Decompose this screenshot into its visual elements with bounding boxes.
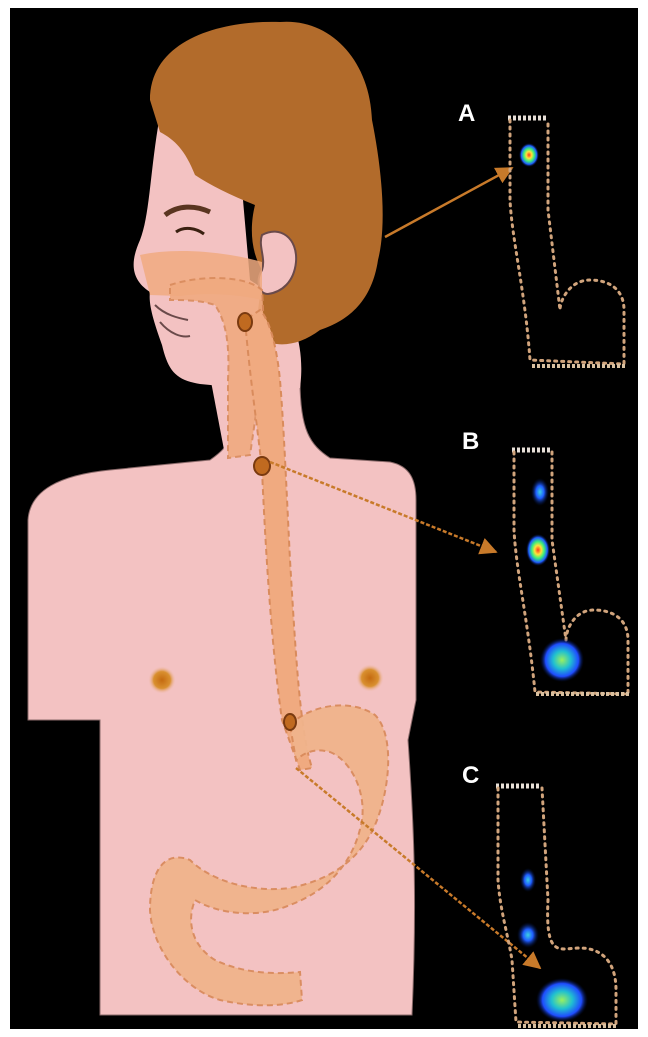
tracer-spot [536,978,588,1022]
panel-label-a: A [458,102,475,126]
tracer-spot [517,922,539,948]
nipple-right [356,664,384,692]
tracer-spot [520,868,536,892]
tracer-spot [526,534,550,566]
capsule-mouth [238,313,252,331]
tracer-spot [540,638,584,682]
panel-label-b: B [462,430,479,454]
tracer-spot [531,478,549,506]
capsule-stomach [284,714,296,730]
tracer-spot [519,143,539,167]
nipple-left [148,666,176,694]
panel-label-c: C [462,764,479,788]
capsule-esophagus [254,457,270,475]
